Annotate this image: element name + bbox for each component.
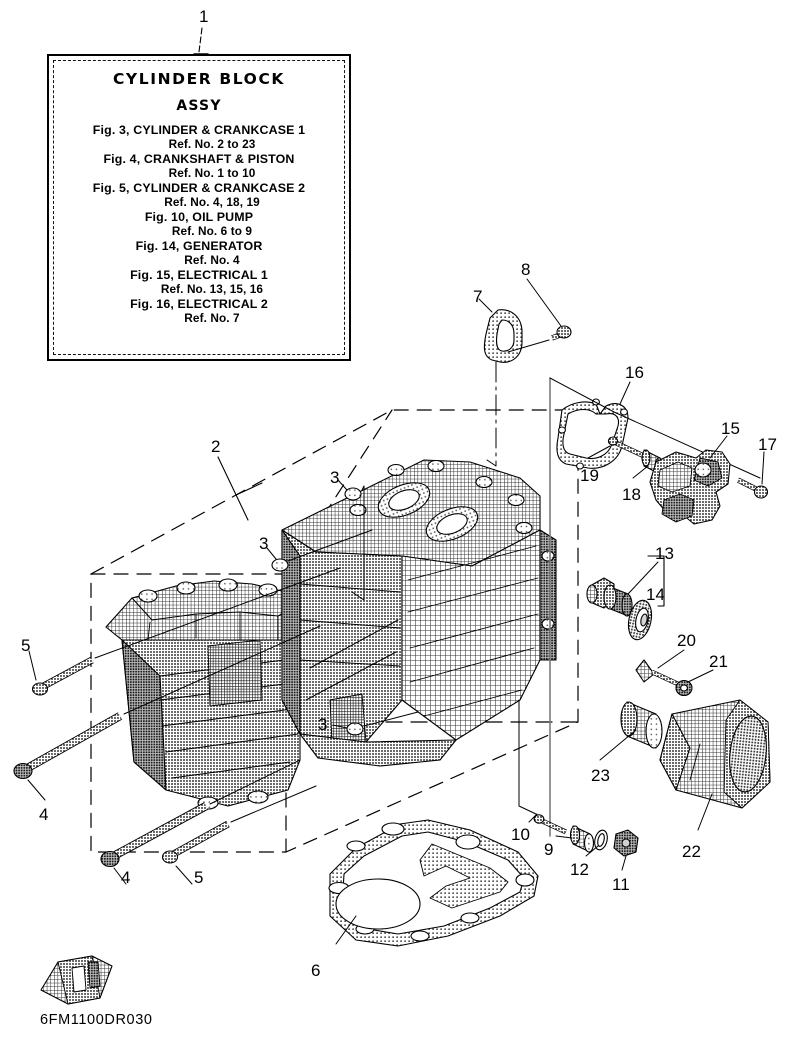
- callout-3b: 3: [259, 534, 269, 553]
- bracket-gasket-part-7: [478, 298, 523, 467]
- nut-part-11: [613, 829, 639, 871]
- legend-entry: Fig. 15, ELECTRICAL 1 Ref. No. 13, 15, 1…: [60, 268, 338, 296]
- callout-6: 6: [311, 961, 321, 980]
- callout-19: 19: [580, 466, 599, 485]
- legend-entry-fig: Fig. 3, CYLINDER & CRANKCASE 1: [92, 123, 306, 137]
- legend-entry-ref: Ref. No. 2 to 23: [168, 137, 256, 151]
- legend-entry-ref: Ref. No. 4, 18, 19: [164, 195, 260, 209]
- bolt-5b: [161, 785, 317, 885]
- callout-4b: 4: [121, 868, 131, 887]
- bolt-19-part: [587, 436, 646, 459]
- bolt-4a: [13, 625, 321, 801]
- dowel-pin-3a: [337, 479, 365, 601]
- legend-entry: Fig. 10, OIL PUMP Ref. No. 6 to 9: [60, 210, 338, 238]
- sensor-part-13: [586, 555, 665, 617]
- callout-14: 14: [646, 585, 665, 604]
- legend-entry: Fig. 14, GENERATOR Ref. No. 4: [60, 239, 338, 267]
- legend-box-inner: CYLINDER BLOCK ASSY Fig. 3, CYLINDER & C…: [53, 60, 345, 355]
- legend-title: CYLINDER BLOCK: [112, 70, 286, 88]
- callout-7: 7: [473, 287, 483, 306]
- callout-15: 15: [721, 419, 740, 438]
- nut-part-21: [675, 669, 714, 697]
- legend-entry-ref: Ref. No. 4: [184, 253, 240, 267]
- legend-entry-ref: Ref. No. 7: [184, 311, 240, 325]
- legend-entry-fig: Fig. 15, ELECTRICAL 1: [130, 268, 268, 282]
- washer-part-14: [627, 599, 653, 641]
- dowel-pin-3b: [266, 529, 373, 572]
- drawing-number: 6FM1100DR030: [40, 1012, 153, 1028]
- legend-entry-fig: Fig. 4, CRANKSHAFT & PISTON: [103, 152, 295, 166]
- callout-13: 13: [655, 544, 674, 563]
- callout-4a: 4: [39, 805, 49, 824]
- legend-entry-ref: Ref. No. 1 to 10: [168, 166, 256, 180]
- legend-entry: Fig. 16, ELECTRICAL 2 Ref. No. 7: [60, 297, 338, 325]
- callout-12: 12: [570, 860, 589, 879]
- leader-1: [193, 27, 209, 55]
- callout-21: 21: [709, 652, 728, 671]
- bolt-17-part: [736, 451, 769, 499]
- callout-16: 16: [625, 363, 644, 382]
- callout-10: 10: [511, 825, 530, 844]
- legend-subtitle: ASSY: [176, 98, 222, 114]
- legend-entry: Fig. 5, CYLINDER & CRANKCASE 2 Ref. No. …: [60, 181, 338, 209]
- legend-entry: Fig. 4, CRANKSHAFT & PISTON Ref. No. 1 t…: [60, 152, 338, 180]
- legend-box: CYLINDER BLOCK ASSY Fig. 3, CYLINDER & C…: [47, 54, 351, 361]
- filter-adapter-part-23: [599, 701, 663, 761]
- callout-5b: 5: [194, 868, 204, 887]
- fragment-icon: [40, 955, 113, 1005]
- oil-filter-part-22: [659, 699, 771, 831]
- bolt-8-part: [507, 278, 572, 353]
- callout-20: 20: [677, 631, 696, 650]
- bolt-stud-part-20: [635, 649, 685, 687]
- callout-23: 23: [591, 766, 610, 785]
- legend-entry-ref: Ref. No. 13, 15, 16: [160, 282, 264, 296]
- legend-entry-fig: Fig. 5, CYLINDER & CRANKCASE 2: [92, 181, 306, 195]
- bolt-10-part: [518, 699, 568, 835]
- callout-3a: 3: [330, 468, 340, 487]
- lower-case-gasket-part-6: [328, 819, 539, 947]
- bolt-5a: [28, 567, 341, 696]
- o-ring-part-12: [585, 829, 608, 857]
- legend-entry-ref: Ref. No. 6 to 9: [171, 224, 253, 238]
- callout-2: 2: [211, 437, 221, 456]
- collar-9-part: [555, 825, 595, 853]
- callout-1: 1: [199, 7, 209, 26]
- legend-entry-fig: Fig. 14, GENERATOR: [135, 239, 263, 253]
- callout-8: 8: [521, 260, 531, 279]
- bolt-4b: [100, 759, 301, 885]
- callout-3c: 3: [318, 715, 328, 734]
- callout-5a: 5: [21, 636, 31, 655]
- legend-entry-fig: Fig. 16, ELECTRICAL 2: [130, 297, 268, 311]
- callout-18: 18: [622, 485, 641, 504]
- legend-entry: Fig. 3, CYLINDER & CRANKCASE 1 Ref. No. …: [60, 123, 338, 151]
- callout-9: 9: [544, 840, 554, 859]
- callout-17: 17: [758, 435, 777, 454]
- legend-entry-list: Fig. 3, CYLINDER & CRANKCASE 1 Ref. No. …: [60, 123, 338, 325]
- crankcase-cover-part: [105, 578, 301, 810]
- dowel-pin-3c: [332, 711, 419, 736]
- legend-entry-fig: Fig. 10, OIL PUMP: [144, 210, 254, 224]
- callout-11: 11: [612, 875, 630, 894]
- leader-2: [217, 456, 263, 521]
- oil-pressure-housing-part-15: [649, 435, 731, 525]
- callout-22: 22: [682, 842, 701, 861]
